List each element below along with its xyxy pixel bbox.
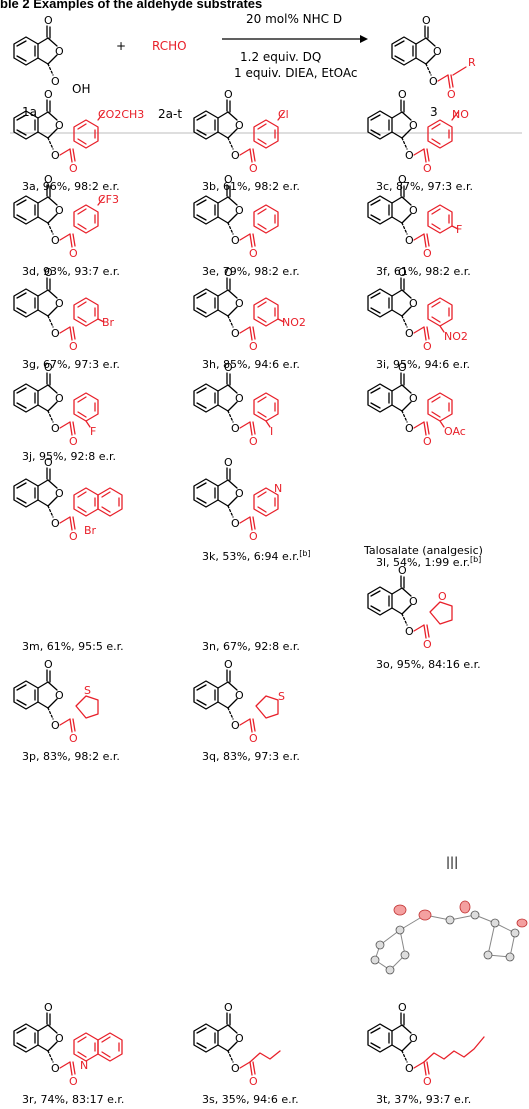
substituent-3: NO: [452, 108, 469, 121]
compound-label-14: 3n, 67%, 92:8 e.r.: [202, 640, 300, 653]
compound-18: N: [13, 1000, 123, 1089]
substituent-1: CO2CH3: [98, 108, 144, 121]
plus-sign: +: [116, 39, 126, 53]
compound-label-7: 3g, 67%, 97:3 e.r.: [22, 358, 120, 371]
compound-label-15: 3o, 95%, 84:16 e.r.: [376, 658, 481, 671]
reagent-rcho: RCHO: [152, 39, 187, 53]
substituent-10: F: [90, 425, 96, 438]
compound-12: OAc: [367, 360, 466, 449]
compound-label-2: 3b, 61%, 98:2 e.r.: [202, 180, 300, 193]
condition-1: 20 mol% NHC D: [246, 12, 342, 26]
compound-9: NO2: [367, 265, 468, 354]
reactant1-oh: OH: [72, 82, 90, 96]
compound-17: S: [193, 657, 285, 746]
compound-11: I: [193, 360, 279, 449]
compound-19: [193, 1000, 281, 1089]
compound-label-9: 3i, 95%, 94:6 e.r.: [376, 358, 470, 371]
substituent-7: Br: [102, 316, 115, 329]
xray-structure: [370, 900, 528, 975]
compound-13: Br: [13, 455, 123, 544]
product-label: 3: [430, 105, 438, 119]
substituent-9: NO2: [444, 330, 468, 343]
condition-2: 1.2 equiv. DQ: [240, 50, 321, 64]
product-3: R 3: [391, 13, 476, 119]
substituent-18: N: [80, 1059, 88, 1072]
substituent-2: Cl: [278, 108, 289, 121]
compound-6: F: [367, 172, 462, 261]
compound-label-3: 3c, 87%, 97:3 e.r.: [376, 180, 473, 193]
compound-14: N: [193, 455, 282, 544]
substituent-14: N: [274, 482, 282, 495]
compound-16: S: [13, 657, 99, 746]
compound-note-12: Talosalate (analgesic): [363, 544, 483, 557]
compound-label-20: 3t, 37%, 93:7 e.r.: [376, 1093, 471, 1106]
compound-label-17: 3q, 83%, 97:3 e.r.: [202, 750, 300, 763]
reaction-arrow: [222, 35, 368, 43]
compound-label-18: 3r, 74%, 83:17 e.r.: [22, 1093, 124, 1106]
compound-2: Cl: [193, 87, 289, 176]
compound-3: NO: [367, 87, 469, 176]
compound-label-6: 3f, 61%, 98:2 e.r.: [376, 265, 471, 278]
compound-4: CF3: [13, 172, 119, 261]
product-r: R: [468, 56, 476, 69]
substituent-17: S: [278, 690, 285, 703]
substituent-12: OAc: [444, 425, 466, 438]
compound-label-19: 3s, 35%, 94:6 e.r.: [202, 1093, 299, 1106]
substituent-16: S: [84, 684, 91, 697]
footnote-mark: [b]: [470, 555, 481, 564]
compound-label-4: 3d, 93%, 93:7 e.r.: [22, 265, 120, 278]
compound-label-12: 3l, 54%, 1:99 e.r.[b]: [376, 555, 481, 569]
compound-label-1: 3a, 96%, 98:2 e.r.: [22, 180, 120, 193]
equiv-mark: |||: [446, 855, 458, 869]
compound-8: NO2: [193, 265, 306, 354]
compound-label-11: 3k, 53%, 6:94 e.r.[b]: [202, 549, 311, 563]
compound-20: [367, 1000, 485, 1089]
substituent-13: Br: [84, 524, 97, 537]
compound-1: CO2CH3: [13, 87, 144, 176]
reactant-1a: 1a: [13, 13, 65, 119]
substituent-11: I: [270, 425, 273, 438]
substituent-15: O: [438, 590, 447, 603]
substituent-4: CF3: [98, 193, 119, 206]
substituent-8: NO2: [282, 316, 306, 329]
compound-label-13: 3m, 61%, 95:5 e.r.: [22, 640, 124, 653]
compound-10: F: [13, 360, 99, 449]
footnote-mark: [b]: [299, 549, 310, 558]
compound-label-16: 3p, 83%, 98:2 e.r.: [22, 750, 120, 763]
substituent-6: F: [456, 223, 462, 236]
compound-7: Br: [13, 265, 115, 354]
compound-label-8: 3h, 85%, 94:6 e.r.: [202, 358, 300, 371]
condition-3: 1 equiv. DIEA, EtOAc: [234, 66, 358, 80]
compound-label-5: 3e, 79%, 98:2 e.r.: [202, 265, 300, 278]
compound-grid: CO2CH3 3a, 96%, 98:2 e.r. Cl 3b, 61%, 98:2 …: [13, 87, 485, 1106]
reagent-label: 2a-t: [158, 107, 182, 121]
compound-15: O: [367, 563, 453, 652]
scheme-caption: ble 2 Examples of the aldehyde substrate…: [0, 0, 263, 11]
compound-label-10: 3j, 95%, 92:8 e.r.: [22, 450, 116, 463]
